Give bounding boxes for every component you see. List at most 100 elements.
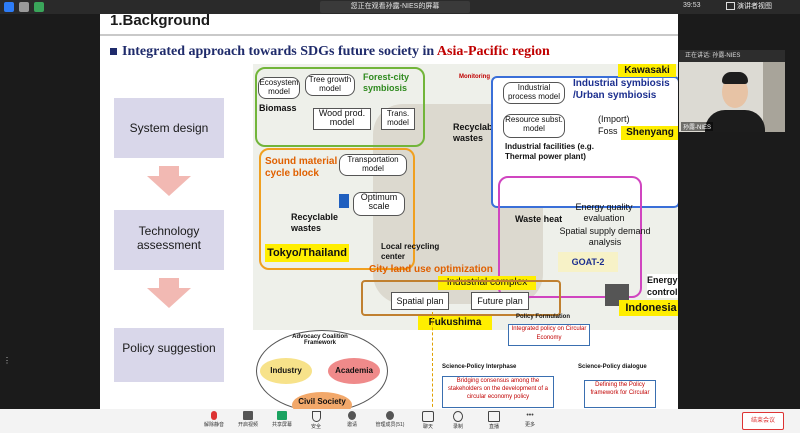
forest-city-block (255, 67, 425, 147)
city-land-use-label: City land use optimization (369, 264, 493, 275)
science-policy-dialogue-label: Science-Policy dialogue (578, 364, 647, 370)
share-screen-icon (277, 411, 287, 420)
future-plan-box: Future plan (471, 292, 529, 310)
resource-subst-model-box: Resource subst. model (503, 114, 565, 138)
share-screen-button[interactable]: 共享屏幕 (266, 409, 298, 433)
advocacy-coalition-panel: Advocacy Coalition Framework Industry Ac… (250, 324, 390, 409)
title-divider (100, 34, 678, 36)
advocacy-label: Advocacy Coalition Framework (292, 334, 348, 346)
speaker-view-button[interactable]: 演讲者视图 (726, 1, 796, 13)
live-button[interactable]: 直播 (478, 409, 510, 433)
industrial-process-model-box: Industrial process model (503, 82, 565, 104)
import-label: (Import) (598, 114, 630, 124)
slide-title: 1.Background (110, 14, 211, 29)
city-land-use-block (361, 280, 561, 316)
down-arrow-icon (147, 288, 191, 308)
shield-icon (311, 411, 321, 422)
record-label: 录制 (452, 424, 463, 430)
more-label: 更多 (524, 422, 535, 428)
meeting-app-icon (4, 2, 14, 12)
unmute-button[interactable]: 解除静音 (198, 409, 230, 433)
speaker-hair (722, 72, 748, 84)
stage-policy-suggestion: Policy suggestion (114, 328, 224, 382)
live-label: 直播 (488, 424, 499, 430)
advocacy-outer-oval (256, 330, 388, 409)
tree-growth-model-box: Tree growth model (305, 74, 355, 96)
manage-participants-label: 管理成员(51) (375, 422, 405, 428)
subtitle-text: Integrated approach towards SDGs future … (122, 44, 437, 59)
recycle-bin-icon (339, 194, 349, 208)
start-video-label: 开启视频 (237, 422, 258, 428)
speaker-jacket (705, 110, 765, 132)
down-arrow-icon (147, 176, 191, 196)
start-video-button[interactable]: 开启视频 (232, 409, 264, 433)
spatial-supply-label: Spatial supply demand analysis (559, 226, 651, 247)
subtitle-region: Asia-Pacific region (436, 44, 550, 59)
spatial-plan-box: Spatial plan (391, 292, 449, 310)
kawasaki-badge: Kawasaki (618, 64, 676, 77)
live-stream-icon (488, 411, 500, 422)
mic-muted-icon (211, 411, 217, 420)
recyclable-wastes-top-label: Recyclable wastes (453, 122, 501, 143)
invite-label: 邀请 (346, 422, 357, 428)
side-menu-icon[interactable]: ⋮ (3, 356, 11, 365)
end-meeting-button[interactable]: 结束会议 (742, 412, 784, 430)
sharing-status-label: 您正在观看孙露-NIES的屏幕 (320, 1, 470, 13)
optimum-scale-box: Optimum scale (353, 192, 405, 216)
info-icon[interactable] (19, 2, 29, 12)
record-button[interactable]: 录制 (442, 409, 474, 433)
monitoring-label: Monitoring (459, 74, 490, 80)
manage-participants-button[interactable]: 管理成员(51) (368, 409, 412, 433)
stage-technology-assessment: Technology assessment (114, 210, 224, 270)
policy-formulation-label: Policy Formulation (516, 314, 571, 320)
security-shield-icon[interactable] (34, 2, 44, 12)
security-label: 安全 (310, 424, 321, 430)
fossil-label: Foss (598, 126, 618, 136)
arrow-stem (159, 166, 179, 176)
integrated-policy-box: Integrated policy on Circular Economy (508, 324, 590, 346)
meeting-timer: 39:53 (683, 2, 701, 9)
defining-framework-box: Defining the Policy framework for Circul… (584, 380, 656, 408)
speaker-video[interactable] (679, 62, 785, 132)
energy-quality-label: Energy quality evaluation (575, 202, 633, 223)
top-bar: 您正在观看孙露-NIES的屏幕 39:53 演讲者视图 (0, 0, 800, 14)
industrial-complex-badge: Industrial complex (438, 276, 536, 290)
policy-formulation-panel: Policy Formulation Integrated policy on … (438, 314, 658, 409)
speaker-label: 正在讲话: 孙露-NIES (685, 53, 741, 59)
more-button[interactable]: •••更多 (514, 409, 546, 433)
tokyo-thailand-badge: Tokyo/Thailand (265, 244, 349, 262)
fukushima-badge: Fukushima (418, 316, 492, 330)
bullet-square-icon (110, 48, 117, 55)
shared-slide: 1.Background Integrated approach towards… (100, 14, 678, 409)
unmute-label: 解除静音 (203, 422, 224, 428)
civil-society-oval: Civil Society (292, 392, 352, 409)
speaker-view-label: 演讲者视图 (737, 3, 772, 10)
camera-icon (243, 411, 253, 420)
local-recycling-label: Local recycling center (381, 242, 440, 261)
sound-material-label: Sound material cycle block (265, 156, 338, 179)
invite-button[interactable]: 邀请 (336, 409, 368, 433)
chat-icon (422, 411, 434, 422)
chat-label: 聊天 (422, 424, 433, 430)
participants-icon (386, 411, 394, 420)
industrial-symbiosis-label: Industrial symbiosis /Urban symbiosis (573, 78, 670, 101)
recyclable-wastes-label: Recyclable wastes (291, 212, 339, 233)
integrated-approach-diagram: Ecosystem model Tree growth model Biomas… (253, 64, 678, 330)
wood-prod-model-box: Wood prod. model (313, 108, 371, 130)
biomass-label: Biomass (259, 103, 297, 113)
arrow-stem (159, 278, 179, 288)
forest-city-label: Forest-city symbiosis (363, 72, 410, 93)
dashed-divider (432, 312, 434, 409)
science-policy-interphase-label: Science-Policy Interphase (442, 364, 517, 370)
transportation-model-box: Transportation model (339, 154, 407, 176)
sound-material-block (259, 148, 415, 270)
ecosystem-model-box: Ecosystem model (258, 77, 300, 99)
grid-view-icon (726, 2, 735, 11)
security-button[interactable]: 安全 (300, 409, 332, 433)
slide-subtitle: Integrated approach towards SDGs future … (122, 44, 550, 60)
chat-button[interactable]: 聊天 (412, 409, 444, 433)
speaker-name-tag: 孙露-NIES (681, 122, 714, 131)
waste-heat-label: Waste heat (515, 214, 563, 224)
goat-logo: GOAT-2 (558, 252, 618, 272)
trans-model-box: Trans. model (381, 108, 415, 130)
